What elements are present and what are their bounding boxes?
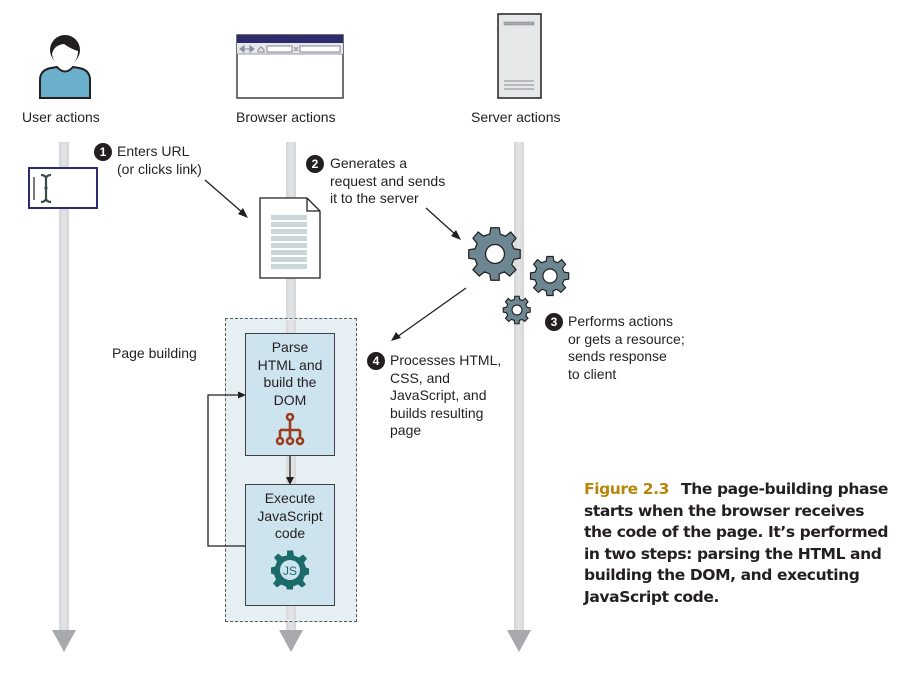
step-2-badge: 2 [306, 155, 324, 173]
server-icon [497, 13, 542, 99]
browser-window-icon [236, 34, 344, 99]
user-lane [59, 142, 69, 630]
page-building-label: Page building [112, 345, 197, 361]
dom-tree-icon [275, 413, 305, 446]
arrow-server-to-browser [391, 287, 467, 341]
user-actions-label: User actions [22, 109, 100, 125]
loop-back-arrow [207, 391, 246, 547]
server-actions-label: Server actions [471, 109, 561, 125]
figure-label: Figure 2.3 [584, 480, 670, 498]
step-4-badge: 4 [367, 352, 385, 370]
user-lane-arrowhead [52, 630, 76, 652]
browser-actions-label: Browser actions [236, 109, 336, 125]
server-lane [514, 142, 524, 630]
step-3-text: Performs actions or gets a resource; sen… [568, 313, 685, 382]
server-lane-arrowhead [507, 630, 531, 652]
document-icon [259, 197, 321, 279]
step-3-badge: 3 [545, 313, 563, 331]
caption-text: The page-building phase starts when the … [584, 480, 889, 606]
step-1-badge: 1 [94, 143, 112, 161]
parse-to-execute-arrow [286, 456, 294, 485]
javascript-gear-icon: JS [271, 550, 309, 590]
server-gears-icon [468, 227, 570, 325]
user-icon [39, 35, 91, 99]
browser-lane-inner [286, 320, 296, 620]
step-1-text: Enters URL (or clicks link) [117, 143, 202, 177]
arrow-step1-to-document [204, 179, 248, 218]
browser-lane-arrowhead [279, 630, 303, 652]
arrow-step2-to-server [425, 207, 461, 240]
js-badge-text: JS [283, 564, 297, 578]
url-input-field [28, 167, 98, 209]
text-cursor-icon [33, 173, 52, 204]
step-4-text: Processes HTML, CSS, and JavaScript, and… [390, 352, 502, 438]
step-2-text: Generates a request and sends it to the … [330, 155, 446, 206]
